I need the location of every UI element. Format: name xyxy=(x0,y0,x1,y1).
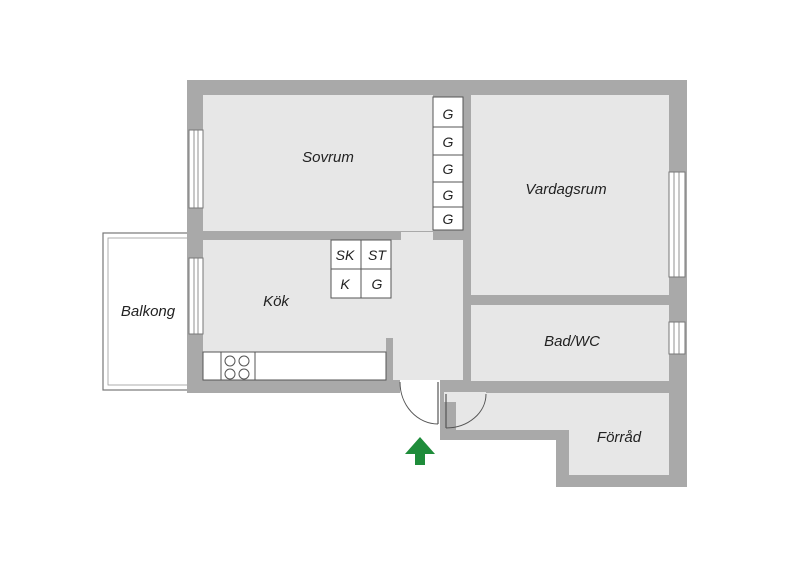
kitchen-appliance-block xyxy=(330,239,392,299)
stove-icon xyxy=(220,351,256,381)
entrance-arrow-icon xyxy=(405,437,435,465)
appliance-label-g: G xyxy=(372,276,383,292)
floor-kok-hall xyxy=(203,232,463,380)
wall-vardagsrum-bad xyxy=(463,296,669,305)
wardrobe-label-5: G xyxy=(443,211,454,227)
room-label-kok: Kök xyxy=(263,293,290,310)
window-kok xyxy=(188,257,204,335)
entrance-door xyxy=(399,381,439,425)
room-label-sovrum: Sovrum xyxy=(302,149,354,166)
room-label-bad-wc: Bad/WC xyxy=(544,333,600,350)
room-label-vardagsrum: Vardagsrum xyxy=(525,181,606,198)
wall-closet-divider xyxy=(433,232,463,240)
entrance-opening xyxy=(400,380,440,394)
floor-bad-wc xyxy=(471,305,669,381)
appliance-label-sk: SK xyxy=(336,247,355,263)
wardrobe-label-4: G xyxy=(443,187,454,203)
wall-hall-bath xyxy=(463,342,471,381)
wardrobe-column xyxy=(432,96,464,231)
floor-sovrum xyxy=(203,95,433,231)
room-label-forrad: Förråd xyxy=(597,429,642,446)
wardrobe-label-1: G xyxy=(443,106,454,122)
storage-door-opening xyxy=(444,392,486,402)
floor-forrad xyxy=(456,393,669,475)
room-label-balkong: Balkong xyxy=(121,303,176,320)
wardrobe-label-2: G xyxy=(443,134,454,150)
wall-sovrum-kok xyxy=(203,231,401,240)
appliance-label-k: K xyxy=(340,276,350,292)
window-bad-wc xyxy=(668,321,686,355)
storage-door xyxy=(445,393,487,429)
window-sovrum xyxy=(188,129,204,209)
wardrobe-label-3: G xyxy=(443,161,454,177)
wall-sovrum-vardagsrum xyxy=(463,95,471,240)
appliance-label-st: ST xyxy=(368,247,387,263)
floor-vardagsrum xyxy=(471,95,669,295)
wall-kok-stub xyxy=(386,338,393,380)
window-vardagsrum xyxy=(668,171,686,278)
balcony-outline xyxy=(102,232,191,391)
